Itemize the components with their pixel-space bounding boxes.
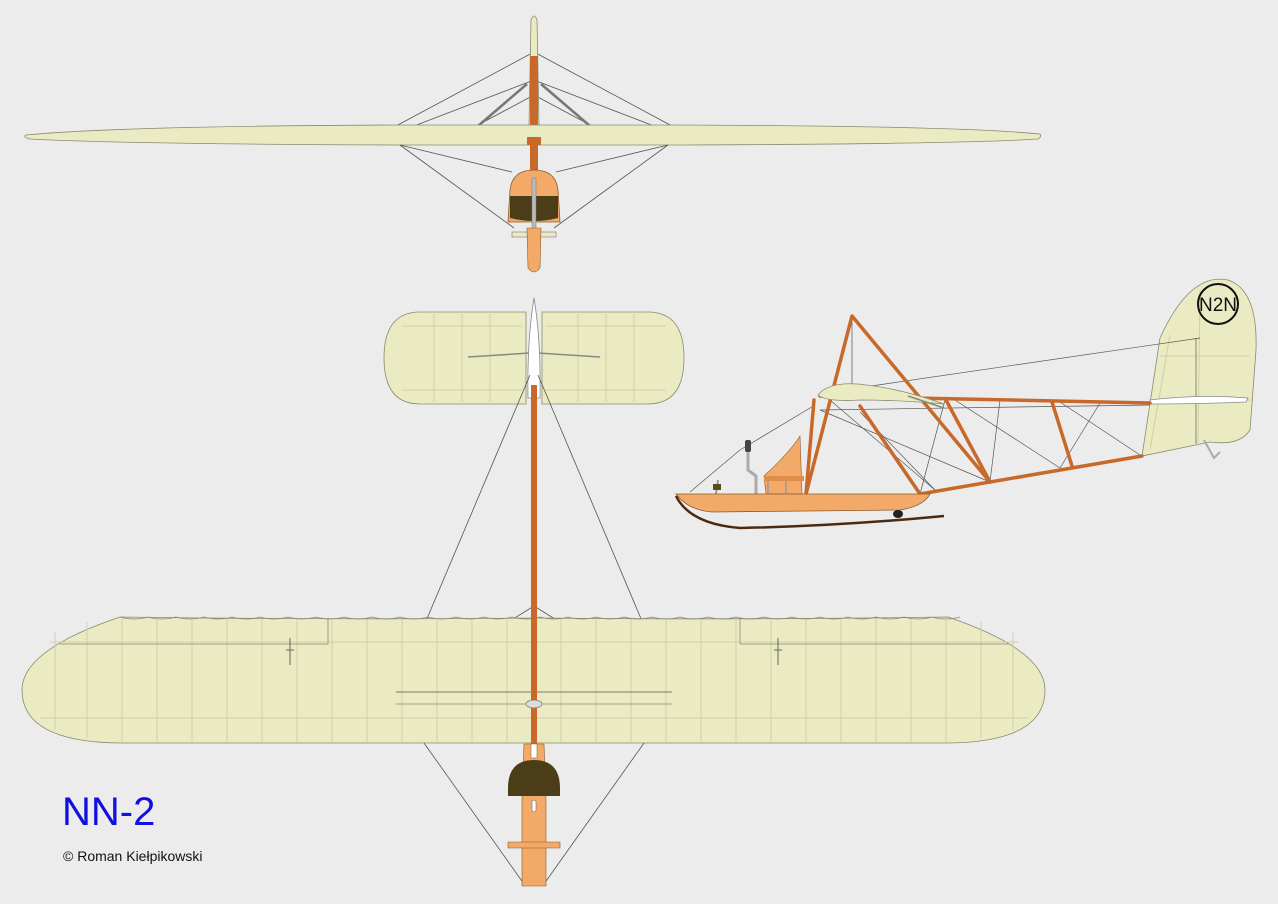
top-mast-slot xyxy=(530,743,538,759)
side-wing-airfoil xyxy=(817,383,945,405)
side-view: N2N xyxy=(674,278,1257,530)
top-aileron-horns xyxy=(286,638,782,665)
drawing-title: NN-2 xyxy=(62,790,156,834)
front-wing xyxy=(24,124,1042,146)
side-control-stick xyxy=(746,448,758,494)
side-seat-legs xyxy=(767,481,787,494)
copyright-credit: © Roman Kiełpikowski xyxy=(63,848,203,864)
side-seat xyxy=(763,435,803,495)
side-stick-grip xyxy=(745,440,751,452)
top-fin xyxy=(527,297,541,399)
top-wing-leading-edge-scallops xyxy=(119,616,961,620)
side-seat-cushion xyxy=(764,476,804,481)
front-skid xyxy=(526,227,542,273)
top-lower-bracing-wires xyxy=(423,742,645,885)
top-rudder-bar xyxy=(507,841,561,849)
side-skid-wheel xyxy=(893,510,903,518)
top-tail-boom xyxy=(531,385,537,745)
side-aileron xyxy=(907,395,945,409)
front-pylon xyxy=(530,56,538,176)
side-bracing-wires xyxy=(689,316,1201,495)
top-left-aileron xyxy=(60,618,329,645)
side-tailplane xyxy=(1149,396,1249,405)
side-fuselage xyxy=(675,493,931,513)
side-landing-skid xyxy=(674,495,945,530)
front-lower-bracing-wires xyxy=(399,144,669,229)
top-control-stick xyxy=(531,799,537,813)
side-tail-skid xyxy=(1203,439,1221,460)
front-wing-root xyxy=(527,137,541,145)
front-upper-bracing-wires xyxy=(395,51,673,127)
top-seat xyxy=(508,760,560,796)
top-wing-ribs xyxy=(40,619,1028,742)
top-view xyxy=(21,297,1046,887)
front-view xyxy=(24,15,1042,273)
side-release-knob xyxy=(713,484,721,490)
tail-marking-circle xyxy=(1197,283,1239,325)
top-elevator-horns xyxy=(467,352,601,358)
front-control-stick xyxy=(531,177,537,231)
top-tailplane-ribs xyxy=(402,314,666,402)
tail-marking: N2N xyxy=(1199,295,1237,316)
top-right-aileron xyxy=(739,618,1008,645)
top-wing-fitting xyxy=(525,699,543,709)
front-struts xyxy=(477,83,591,127)
